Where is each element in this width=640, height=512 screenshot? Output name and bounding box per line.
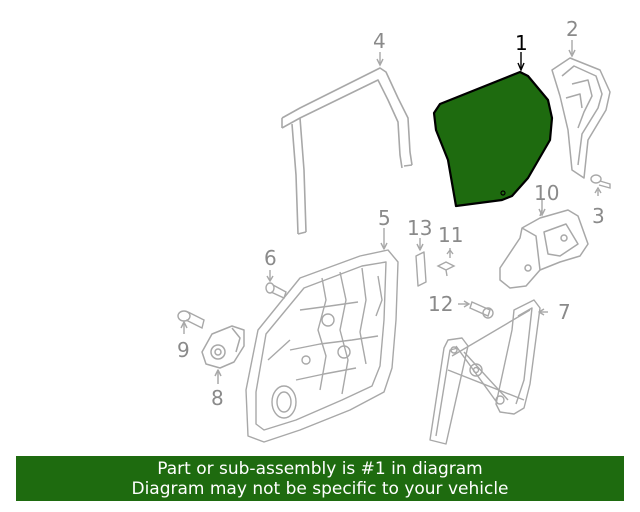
callout-5: 5 bbox=[378, 206, 391, 230]
part-12-bolt bbox=[458, 300, 494, 319]
leader-lines bbox=[376, 40, 576, 217]
part-1-glass-hole bbox=[500, 190, 506, 196]
callout-2: 2 bbox=[566, 17, 579, 41]
part-6-screw bbox=[265, 270, 287, 299]
callout-6: 6 bbox=[264, 246, 277, 270]
callout-10: 10 bbox=[534, 181, 560, 205]
banner-line-2: Diagram may not be specific to your vehi… bbox=[131, 479, 509, 499]
part-11-clip bbox=[436, 248, 456, 277]
part-1-door-glass bbox=[432, 70, 554, 208]
callout-1: 1 bbox=[515, 31, 528, 55]
part-4-window-channel bbox=[281, 67, 413, 235]
part-3-bolt bbox=[590, 174, 611, 196]
callout-11: 11 bbox=[438, 223, 464, 247]
callout-12: 12 bbox=[428, 292, 454, 316]
part-5-door-module bbox=[245, 228, 399, 443]
part-8-motor bbox=[201, 325, 245, 384]
parts-diagram bbox=[177, 40, 611, 445]
callout-3: 3 bbox=[592, 204, 605, 228]
callout-13: 13 bbox=[407, 216, 433, 240]
callout-7: 7 bbox=[558, 300, 571, 324]
callout-4: 4 bbox=[373, 29, 386, 53]
part-10-regulator-motor bbox=[499, 209, 589, 289]
part-2-quarter-glass bbox=[551, 57, 611, 179]
part-9-screw bbox=[177, 310, 205, 334]
part-7-window-regulator bbox=[429, 299, 548, 445]
part-13-bracket bbox=[415, 238, 427, 287]
banner-line-1: Part or sub-assembly is #1 in diagram bbox=[157, 459, 483, 479]
callout-9: 9 bbox=[177, 338, 190, 362]
callout-8: 8 bbox=[211, 386, 224, 410]
part-info-banner: Part or sub-assembly is #1 in diagram Di… bbox=[16, 456, 624, 501]
